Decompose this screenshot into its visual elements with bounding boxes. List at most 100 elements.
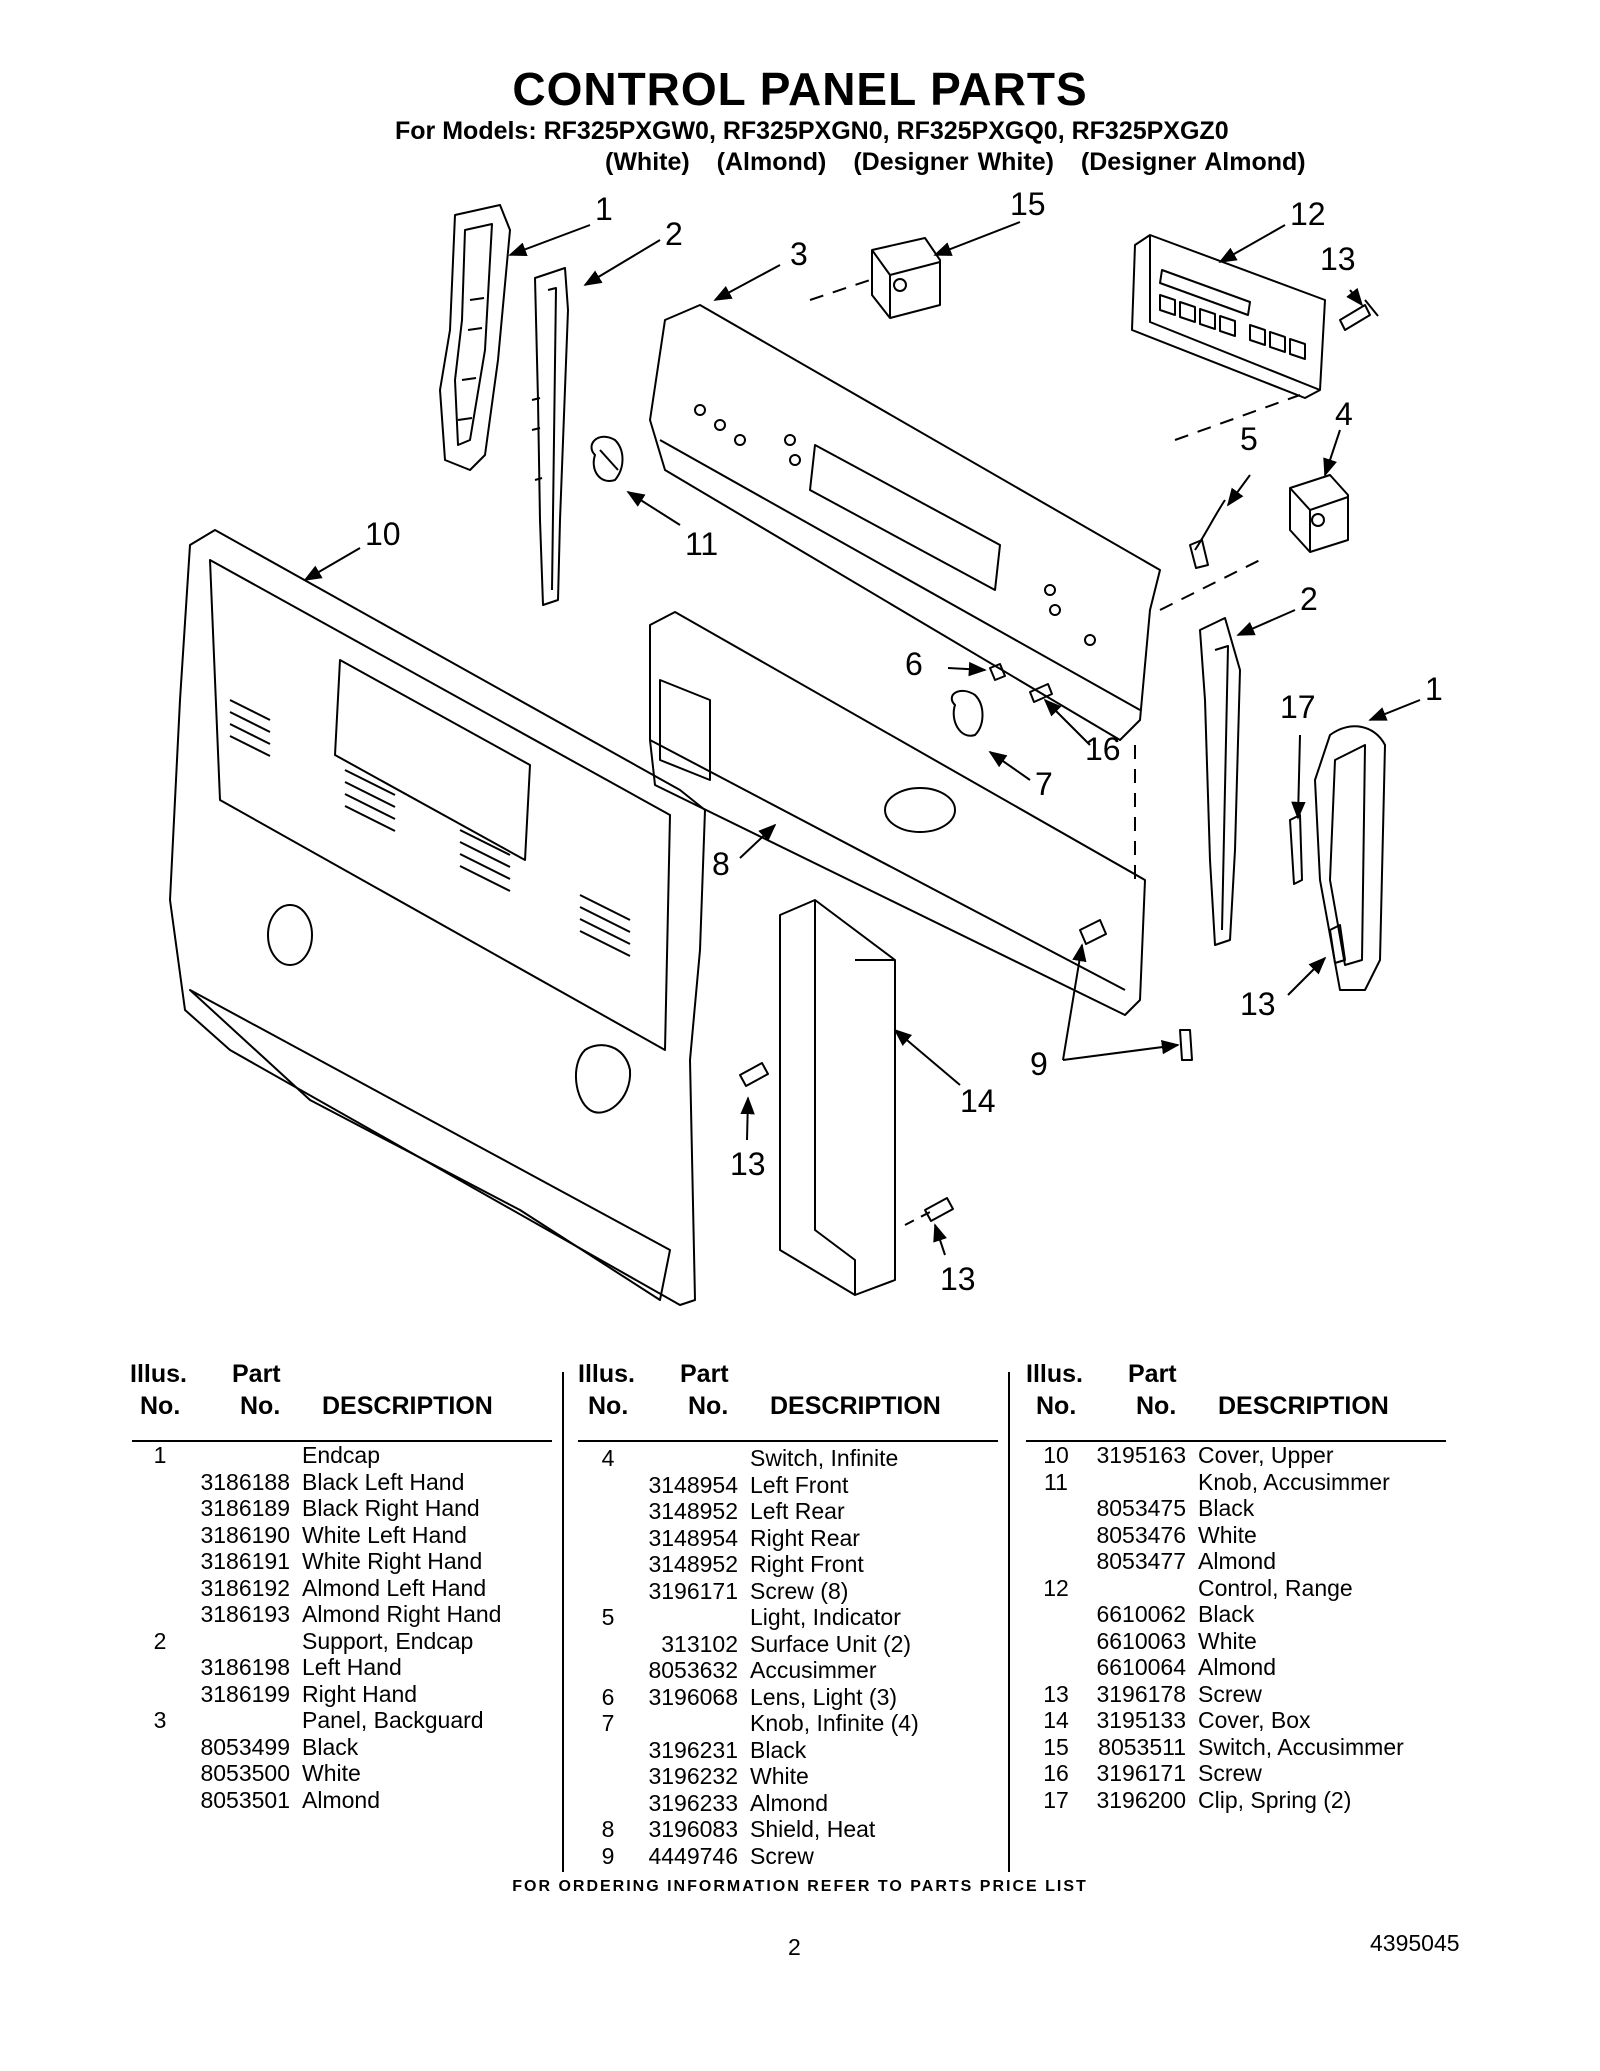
part-description: Almond Right Hand: [302, 1601, 502, 1627]
header-no-1: No.: [140, 1392, 181, 1420]
illus-number: 15: [1043, 1733, 1069, 1760]
part-number: 6610062: [1096, 1601, 1186, 1627]
table-row: 3186192 Almond Left Hand: [140, 1575, 560, 1602]
part-description: Screw: [750, 1842, 814, 1869]
table-row: 3186188 Black Left Hand: [140, 1469, 560, 1496]
part-description: Almond: [1198, 1548, 1276, 1574]
illus-number: 5: [601, 1604, 615, 1630]
part-number: 3148954: [648, 1471, 738, 1498]
part-description: Shield, Heat: [750, 1816, 876, 1842]
color-designer-almond: (Designer Almond): [1080, 148, 1306, 176]
header-partno-2: No.: [688, 1392, 729, 1420]
part-number: 3196232: [648, 1763, 738, 1789]
box-cover-part: [779, 899, 896, 1296]
callout-14: 14: [960, 1083, 996, 1119]
header-partno-1: No.: [240, 1392, 281, 1420]
header-desc-3: DESCRIPTION: [1218, 1392, 1389, 1420]
screw-13-lower-b-part: [924, 1197, 954, 1222]
part-description: Screw: [1198, 1680, 1262, 1707]
color-almond: (Almond): [716, 148, 827, 176]
infinite-knob-part: [950, 689, 984, 737]
part-number: 3196178: [1096, 1680, 1186, 1707]
header-illus-2: Illus.: [578, 1360, 635, 1388]
column-divider-1: [562, 1372, 564, 1872]
infinite-switch-part: [1289, 474, 1349, 553]
part-number: 3186192: [200, 1574, 290, 1601]
header-illus-3: Illus.: [1026, 1360, 1083, 1388]
part-description: Left Hand: [302, 1654, 402, 1680]
part-description: Panel, Backguard: [302, 1707, 484, 1733]
callout-11: 11: [685, 526, 718, 562]
illus-number: 3: [153, 1707, 167, 1733]
table-row: 8053475 Black: [1036, 1495, 1456, 1522]
part-description: Right Rear: [750, 1524, 860, 1551]
endcap-left-part: [439, 204, 511, 471]
part-description: Black: [1198, 1495, 1255, 1521]
illus-number: 9: [601, 1842, 615, 1869]
callout-17: 17: [1280, 689, 1316, 725]
part-description: Black: [302, 1733, 359, 1760]
part-description: Almond: [302, 1786, 380, 1813]
page-title: CONTROL PANEL PARTS: [512, 63, 1088, 115]
callout-1-right: 1: [1425, 671, 1443, 707]
part-number: 8053511: [1098, 1733, 1186, 1760]
header-illus-1: Illus.: [130, 1360, 187, 1388]
table-row: 3 Panel, Backguard: [140, 1707, 560, 1734]
part-number: 3186190: [200, 1521, 290, 1548]
part-number: 3186189: [200, 1495, 290, 1521]
callout-13-right: 13: [1240, 986, 1276, 1022]
endcap-right-part: [1314, 725, 1386, 991]
part-description: Cover, Upper: [1198, 1442, 1334, 1468]
part-number: 6610063: [1096, 1627, 1186, 1654]
part-description: Left Rear: [750, 1498, 845, 1524]
illus-number: 13: [1043, 1680, 1069, 1707]
illus-number: 11: [1044, 1468, 1068, 1495]
part-description: Screw: [1198, 1760, 1262, 1786]
table-row: 4 Switch, Infinite: [588, 1445, 1008, 1472]
part-number: 3186188: [200, 1468, 290, 1495]
exploded-parts-diagram: 1 2 15 3 12 13 4 5 11 10 2 6 17 1 16 7 8…: [169, 186, 1443, 1306]
models-line: For Models: RF325PXGW0, RF325PXGN0, RF32…: [395, 117, 1229, 145]
part-description: Knob, Accusimmer: [1198, 1468, 1390, 1495]
part-description: White: [302, 1760, 361, 1786]
callout-7: 7: [1035, 766, 1053, 802]
color-white: (White): [605, 148, 690, 176]
callout-1: 1: [595, 191, 613, 227]
illus-number: 4: [601, 1445, 615, 1471]
part-description: Support, Endcap: [302, 1627, 474, 1654]
callout-10: 10: [365, 516, 401, 552]
color-designer-white: (Designer White): [853, 148, 1054, 176]
backguard-panel-part: [649, 304, 1161, 741]
part-description: Black Left Hand: [302, 1468, 465, 1495]
header-partno-3: No.: [1136, 1392, 1177, 1420]
column-divider-2: [1008, 1372, 1010, 1872]
part-description: Almond Left Hand: [302, 1574, 487, 1601]
part-description: Switch, Infinite: [750, 1445, 899, 1471]
part-description: Right Front: [750, 1551, 864, 1577]
callout-2-right: 2: [1300, 581, 1318, 617]
callout-3: 3: [790, 236, 808, 272]
illus-number: 7: [601, 1710, 615, 1736]
part-description: Control, Range: [1198, 1574, 1353, 1601]
part-number: 8053500: [200, 1760, 290, 1786]
part-number: 8053475: [1096, 1495, 1186, 1521]
part-description: White: [750, 1763, 809, 1789]
part-number: 3186199: [200, 1680, 290, 1707]
